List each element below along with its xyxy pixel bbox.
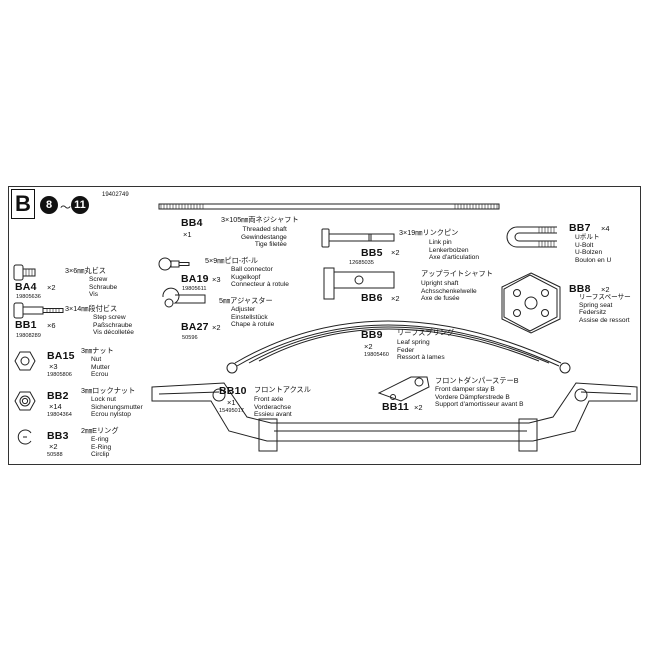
nut-icon (14, 351, 36, 371)
link-pin-icon (321, 228, 395, 248)
part-code: BB9 (361, 329, 383, 341)
part-quantity: ×2 (47, 283, 56, 292)
part-number: 50588 (47, 452, 63, 458)
part-number: 19805460 (364, 352, 389, 358)
part-name-jp: 3㎜ロックナット (81, 386, 136, 395)
part-quantity: ×2 (601, 285, 610, 294)
lock-nut-icon (14, 391, 36, 411)
part-code: BB4 (181, 217, 203, 229)
e-ring-icon (17, 429, 32, 445)
part-number: 19805636 (16, 294, 41, 300)
part-name-jp: 3×6㎜丸ビス (65, 266, 106, 275)
part-code: BA27 (181, 321, 209, 333)
part-name-jp: 3×105㎜両ネジシャフト (221, 215, 299, 224)
part-quantity: ×3 (212, 275, 221, 284)
part-number: 12685035 (349, 260, 374, 266)
sheet-code: 19402749 (102, 192, 129, 198)
part-quantity: ×2 (49, 442, 58, 451)
part-name-jp: 3㎜ナット (81, 346, 114, 355)
part-number: 19805611 (182, 286, 207, 292)
part-quantity: ×2 (391, 248, 400, 257)
part-number: 19808289 (16, 333, 41, 339)
part-name-jp: フロントダンパーステーB (435, 376, 519, 385)
part-code: BB6 (361, 292, 383, 304)
screw-icon (13, 264, 36, 281)
parts-illustration (13, 203, 638, 452)
part-code: BB8 (569, 283, 591, 295)
part-code: BA19 (181, 273, 209, 285)
step-range-separator: 〜 (60, 202, 71, 214)
step-screw-icon (13, 302, 64, 319)
spring-seat-icon (501, 272, 561, 334)
part-name-jp: リーフスプリング (397, 328, 455, 337)
step-to-badge: 11 (71, 196, 89, 214)
part-number: 19804364 (47, 412, 72, 418)
part-quantity: ×3 (49, 362, 58, 371)
part-quantity: ×2 (364, 342, 373, 351)
part-quantity: ×1 (227, 398, 236, 407)
front-damper-stay-icon (377, 376, 430, 402)
threaded-shaft-icon (158, 203, 500, 210)
parts-bag-panel: B 8 〜 11 19402749 (8, 186, 641, 465)
part-code: BB1 (15, 319, 37, 331)
part-name-jp: フロントアクスル (254, 385, 311, 394)
part-quantity: ×14 (49, 402, 62, 411)
leaf-spring-icon (226, 320, 571, 374)
part-quantity: ×2 (212, 323, 221, 332)
part-number: 19805806 (47, 372, 72, 378)
adjuster-icon (162, 287, 206, 308)
ball-connector-icon (158, 257, 190, 271)
part-name-jp: 3×14㎜段付ビス (65, 304, 118, 313)
part-quantity: ×2 (391, 294, 400, 303)
section-letter: B (11, 189, 35, 219)
part-code: BA4 (15, 281, 37, 293)
part-quantity: ×4 (601, 224, 610, 233)
part-quantity: ×2 (414, 403, 423, 412)
part-code: BB3 (47, 430, 69, 442)
part-code: BB11 (382, 401, 410, 413)
part-name-jp: 2㎜Eリング (81, 426, 119, 435)
u-bolt-icon (506, 226, 557, 248)
part-quantity: ×1 (183, 230, 192, 239)
part-code: BB7 (569, 222, 591, 234)
part-code: BA15 (47, 350, 75, 362)
part-name-jp: 5×9㎜ピロ-ボ-ル (205, 256, 258, 265)
part-quantity: ×6 (47, 321, 56, 330)
step-from-badge: 8 (40, 196, 58, 214)
part-code: BB10 (219, 385, 247, 397)
part-name-jp: 3×19㎜リンクピン (399, 228, 459, 237)
part-number: 50596 (182, 335, 198, 341)
part-name-jp: アップライトシャフト (421, 269, 493, 278)
part-code: BB5 (361, 247, 383, 259)
upright-shaft-icon (323, 267, 395, 300)
part-name-jp: 5㎜アジャスター (219, 296, 273, 305)
part-number: 15495017 (219, 408, 244, 414)
front-axle-icon (151, 382, 638, 452)
part-code: BB2 (47, 390, 69, 402)
